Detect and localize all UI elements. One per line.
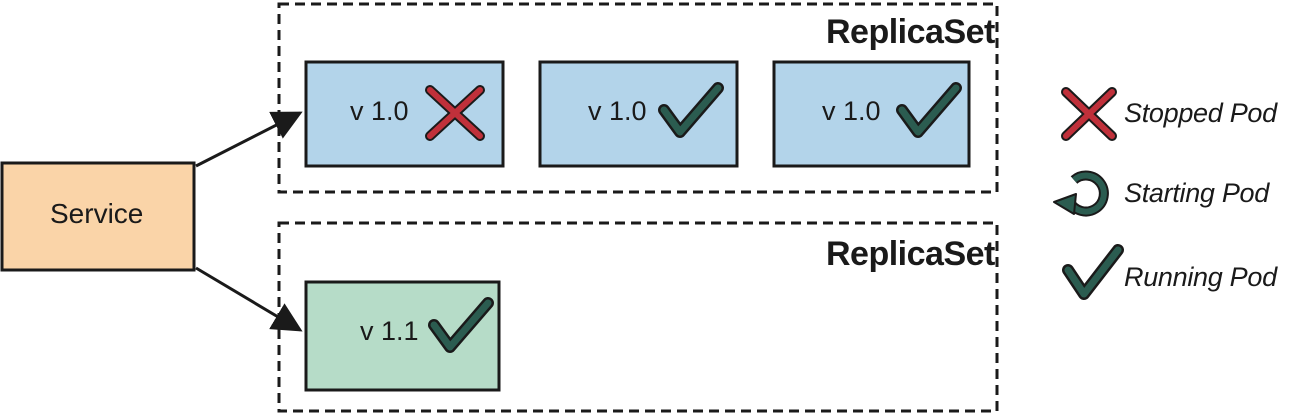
pod-version-label: v 1.0 xyxy=(822,96,881,126)
restart-arrow-icon xyxy=(1053,170,1109,217)
legend-label-stopped: Stopped Pod xyxy=(1124,98,1277,128)
service-to-replicaset-2-arrow xyxy=(195,266,303,332)
pod-version-label: v 1.0 xyxy=(588,96,647,126)
pod-box[interactable] xyxy=(304,60,505,168)
legend-label-running: Running Pod xyxy=(1124,262,1277,292)
service-to-replicaset-1-arrow xyxy=(195,111,303,168)
replicaset-title: ReplicaSet xyxy=(826,235,995,273)
pod-version-label: v 1.1 xyxy=(360,316,419,346)
pod-box[interactable] xyxy=(538,60,739,168)
replicaset-title: ReplicaSet xyxy=(826,13,995,51)
check-icon xyxy=(896,82,962,138)
legend-label-starting: Starting Pod xyxy=(1124,178,1269,208)
service-label: Service xyxy=(50,198,144,229)
check-icon xyxy=(658,82,724,138)
x-icon xyxy=(425,85,485,141)
x-icon xyxy=(1061,87,1117,141)
check-icon xyxy=(1062,244,1124,300)
pod-version-label: v 1.0 xyxy=(350,96,409,126)
check-icon xyxy=(428,297,494,353)
replicaset-1-boundary xyxy=(277,2,999,194)
service-box[interactable] xyxy=(0,161,196,272)
